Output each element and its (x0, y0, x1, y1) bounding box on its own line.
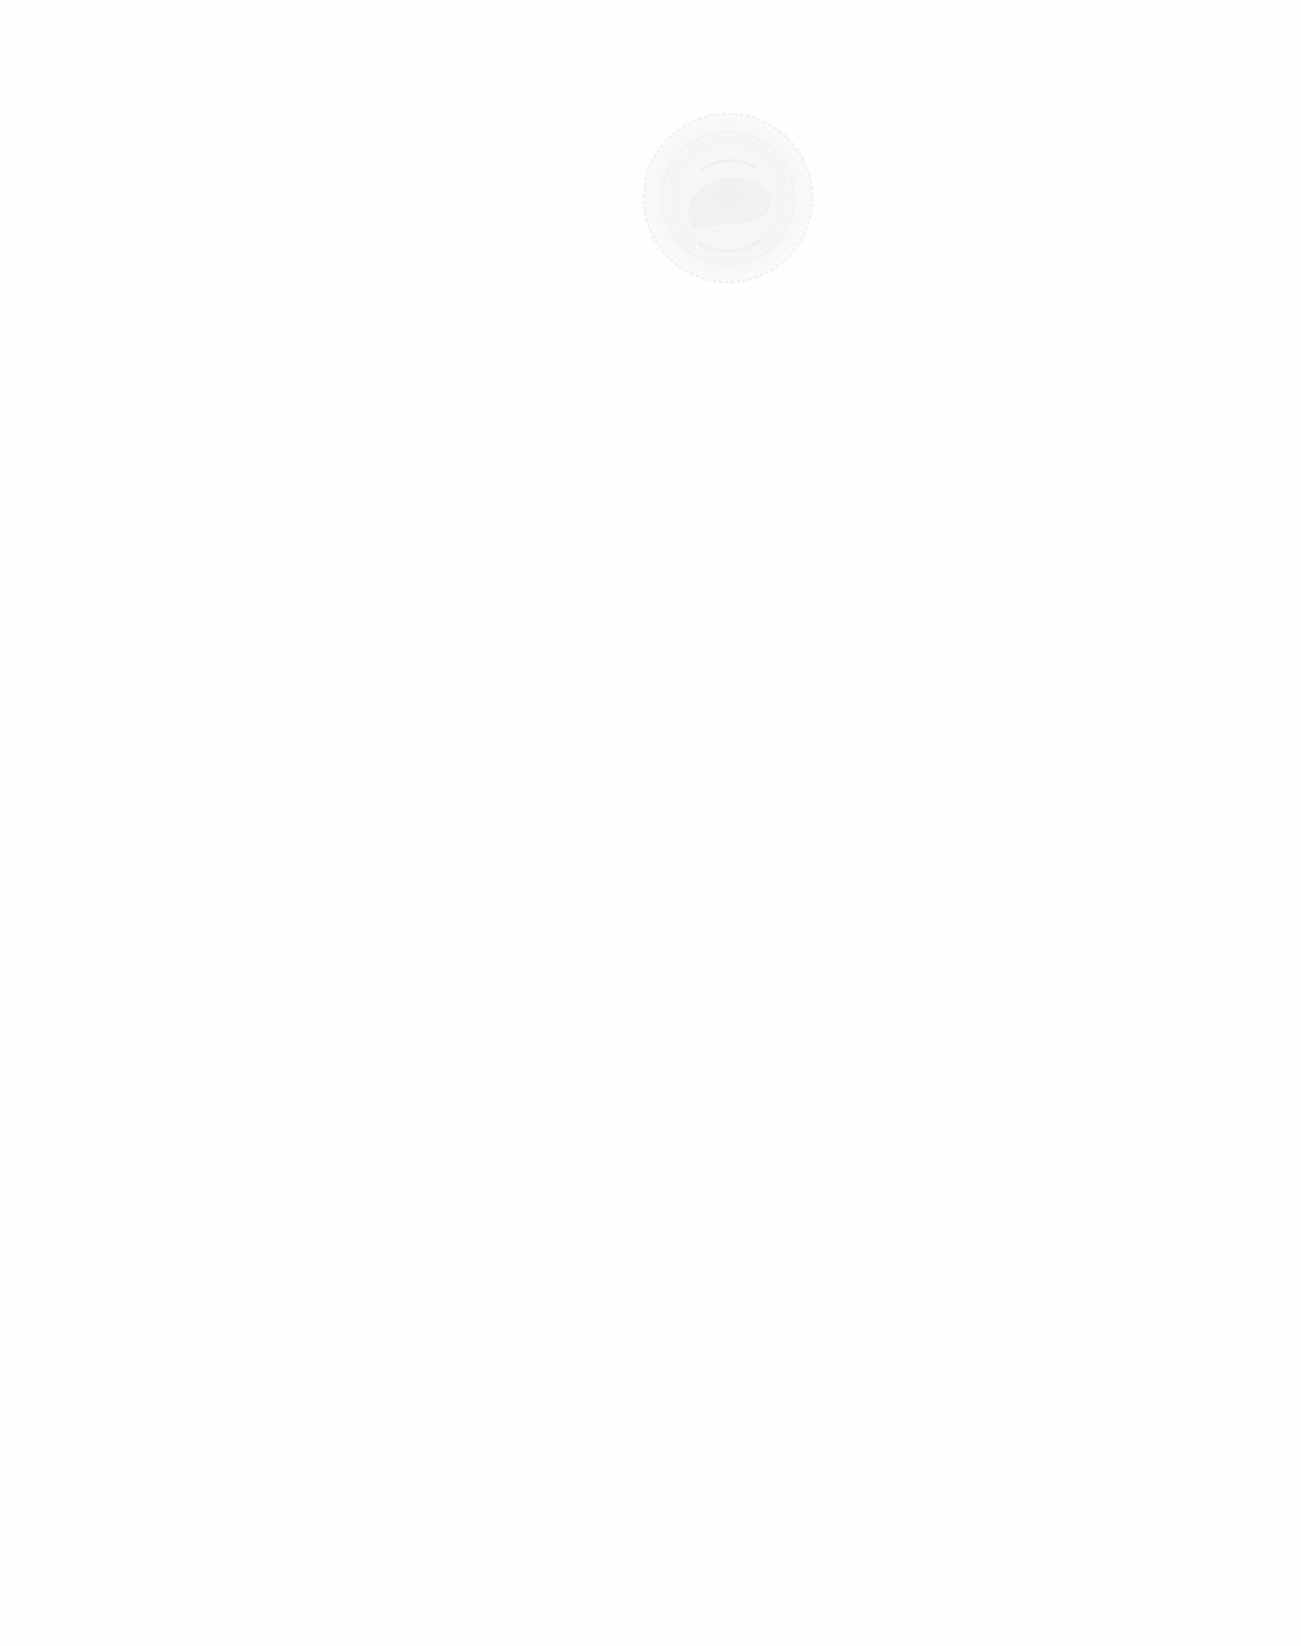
faint-seal-watermark-icon (640, 110, 816, 286)
